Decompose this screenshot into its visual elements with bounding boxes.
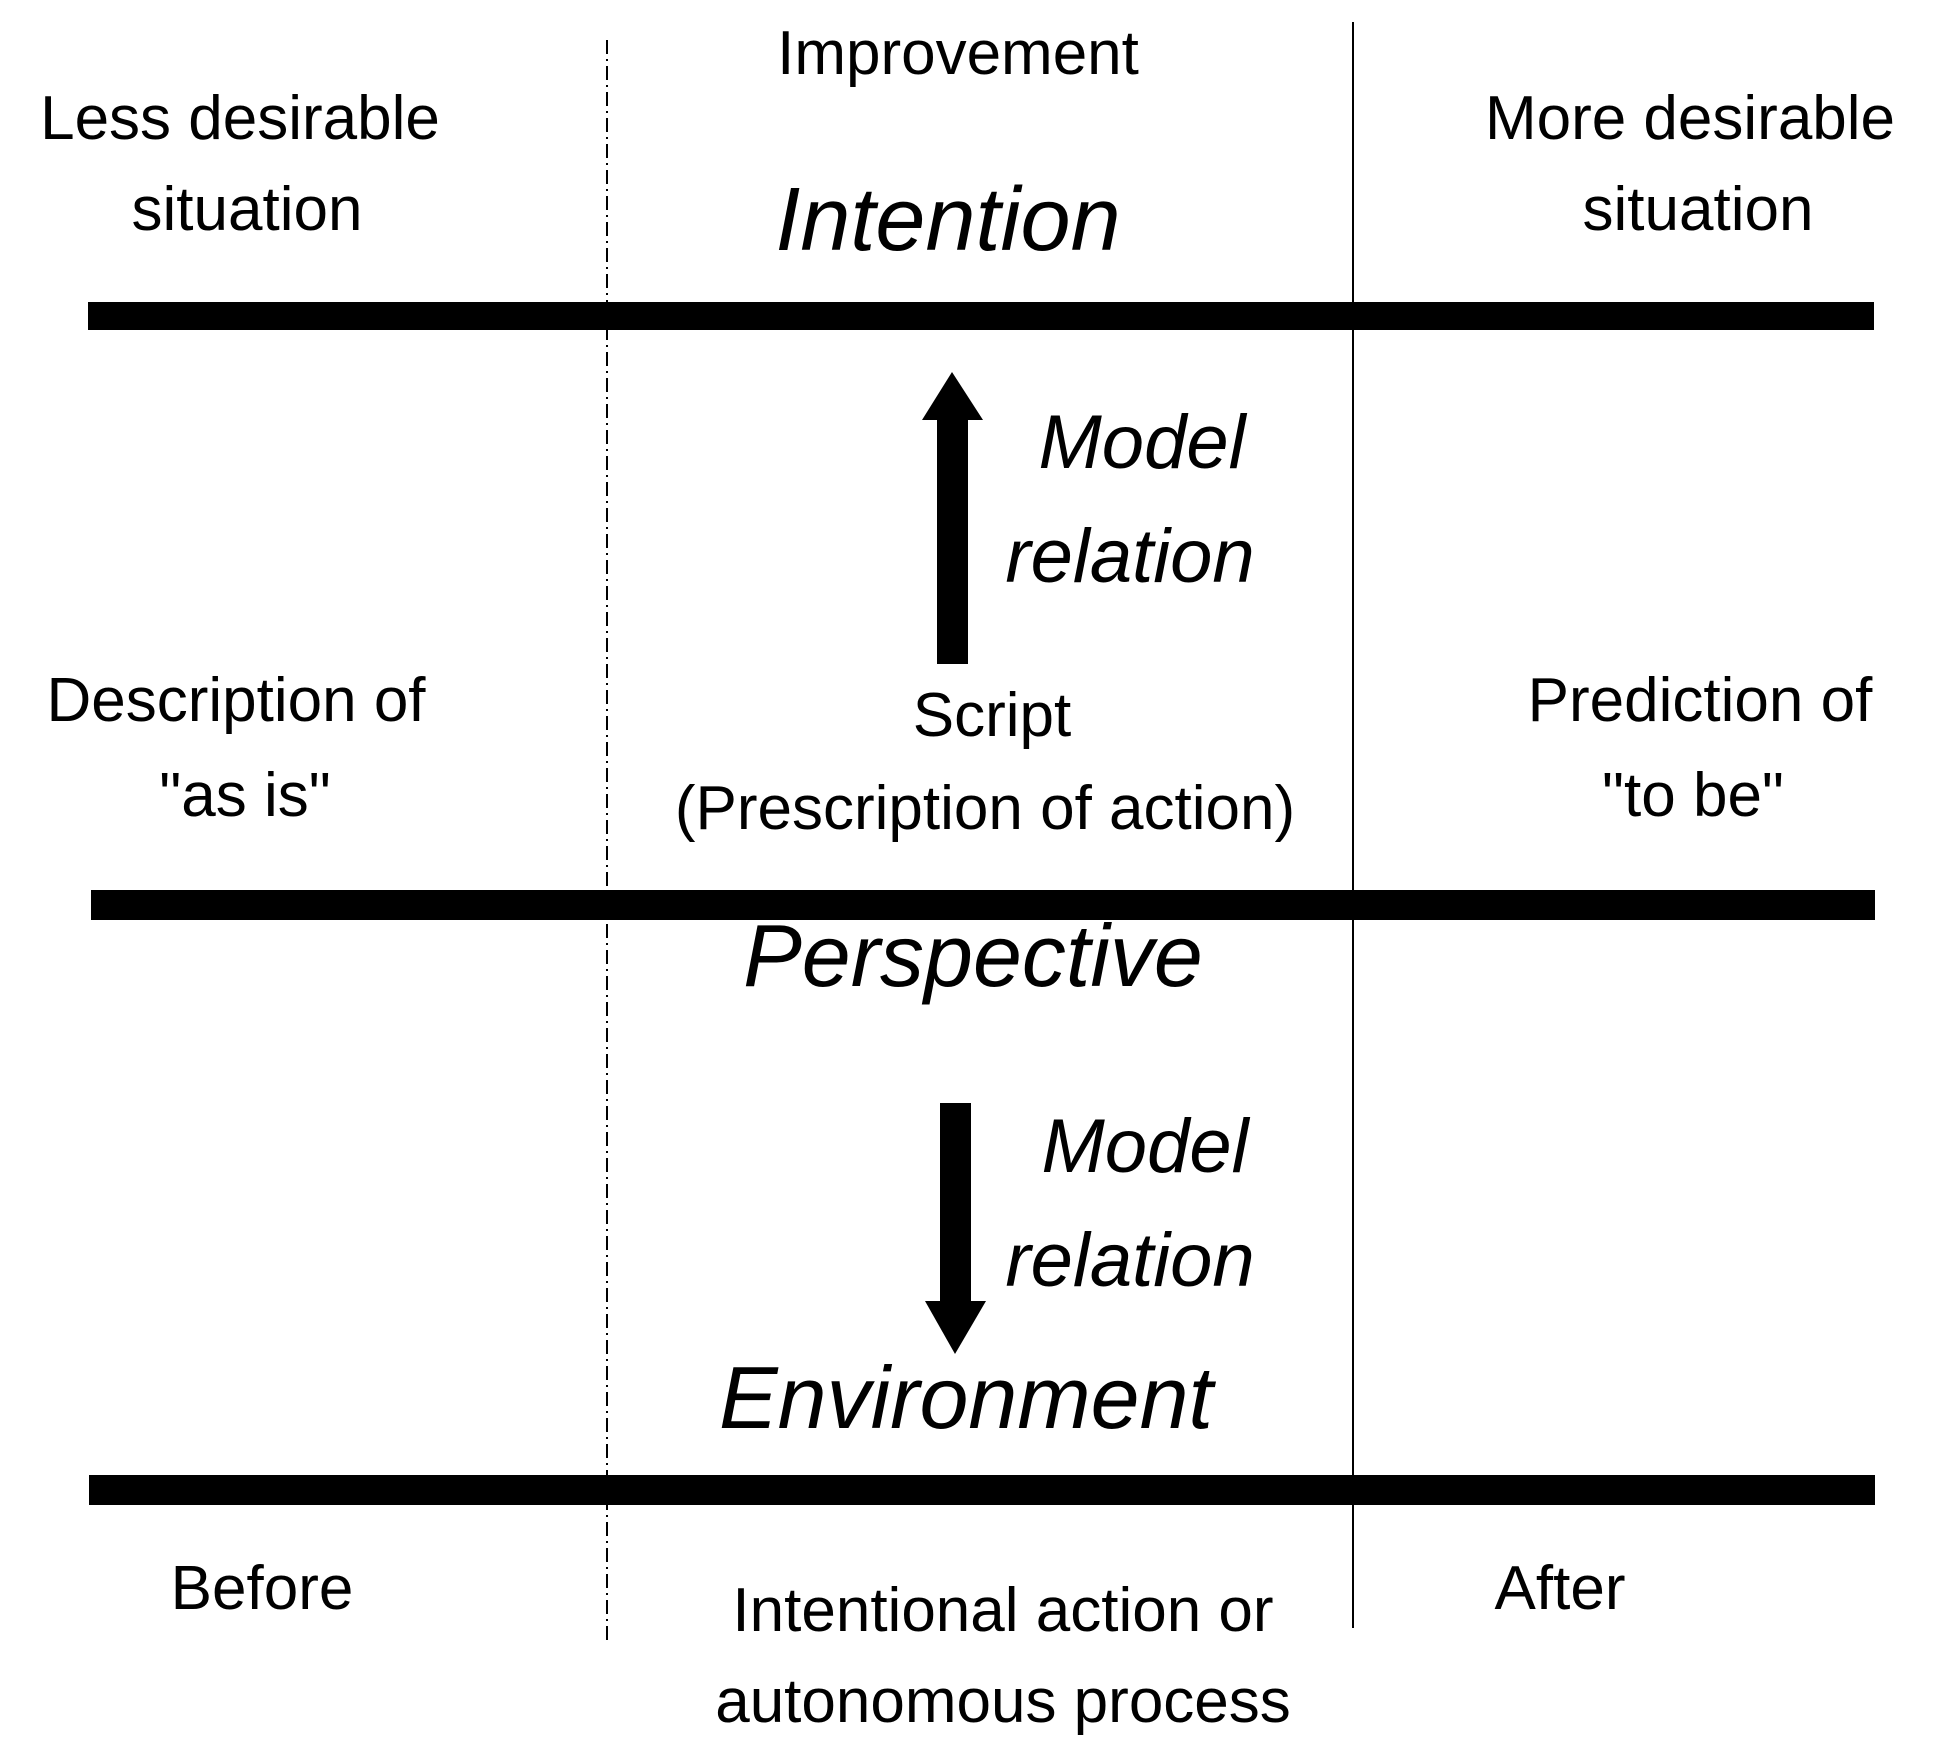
lower-model-relation-line2: relation xyxy=(1005,1218,1254,1303)
description-as-is-line2: "as is" xyxy=(159,761,331,830)
script-label-line2: (Prescription of action) xyxy=(675,774,1295,843)
less-desirable-label-line1: Less desirable xyxy=(40,84,440,153)
more-desirable-label-line1: More desirable xyxy=(1485,84,1895,153)
upper-model-relation-line1: Model xyxy=(1039,400,1248,485)
model-relation-down-arrow xyxy=(925,1103,986,1354)
perspective-layer-label: Perspective xyxy=(743,906,1203,1005)
perspective-layer-bar xyxy=(91,890,1875,920)
less-desirable-label-line2: situation xyxy=(132,175,363,244)
before-label: Before xyxy=(171,1554,354,1623)
intentional-action-label-line2: autonomous process xyxy=(715,1667,1291,1736)
environment-layer-label: Environment xyxy=(719,1348,1217,1447)
upper-model-relation-line2: relation xyxy=(1005,514,1254,599)
intention-layer-bar xyxy=(88,302,1874,330)
environment-layer-bar xyxy=(89,1475,1875,1505)
lower-model-relation-line1: Model xyxy=(1042,1104,1251,1189)
improvement-label: Improvement xyxy=(777,19,1139,88)
prediction-to-be-line2: "to be" xyxy=(1602,761,1784,830)
prediction-to-be-line1: Prediction of xyxy=(1528,666,1873,735)
after-label: After xyxy=(1495,1554,1626,1623)
intentional-action-label-line1: Intentional action or xyxy=(732,1576,1273,1645)
intention-layer-label: Intention xyxy=(775,170,1120,270)
description-as-is-line1: Description of xyxy=(46,666,426,735)
more-desirable-label-line2: situation xyxy=(1583,175,1814,244)
model-relation-up-arrow xyxy=(922,372,983,664)
script-label-line1: Script xyxy=(913,681,1071,750)
